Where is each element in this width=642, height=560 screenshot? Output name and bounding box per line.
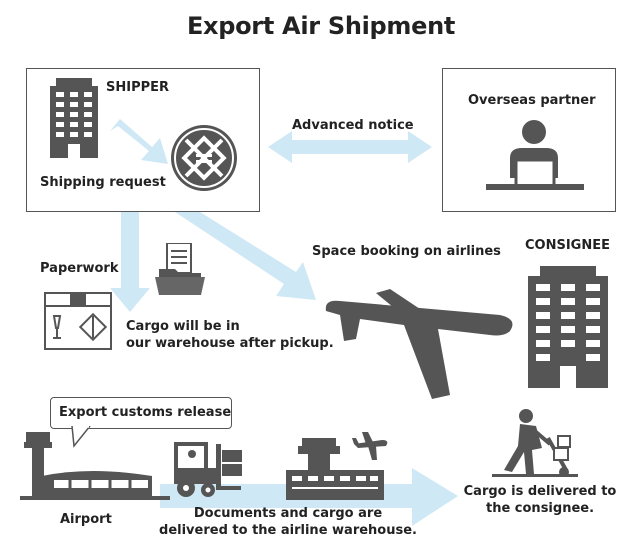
documents-text: Documents and cargo are delivered to the… bbox=[158, 505, 418, 539]
customs-bubble: Export customs release bbox=[50, 397, 232, 429]
airport-label: Airport bbox=[60, 512, 112, 527]
bubble-tail bbox=[71, 426, 91, 448]
warehouse-text-line2: our warehouse after pickup. bbox=[126, 336, 334, 351]
shipper-to-seal-arrow bbox=[110, 119, 168, 164]
shipper-down-arrow bbox=[110, 212, 150, 312]
delivered-text-line2: the consignee. bbox=[485, 501, 595, 516]
consignee-label: CONSIGNEE bbox=[525, 238, 610, 253]
documents-text-line2: delivered to the airline warehouse. bbox=[159, 523, 417, 538]
airplane-icon bbox=[325, 289, 513, 399]
consignee-building-icon bbox=[528, 266, 608, 388]
forklift-icon bbox=[174, 442, 242, 497]
documents-text-line1: Documents and cargo are bbox=[193, 506, 383, 521]
small-airplane-icon bbox=[352, 432, 388, 460]
space-booking-label: Space booking on airlines bbox=[312, 244, 501, 259]
airline-warehouse-icon bbox=[286, 438, 384, 500]
warehouse-text: Cargo will be in our warehouse after pic… bbox=[126, 318, 334, 352]
delivery-person-icon bbox=[492, 409, 578, 477]
advanced-notice-label: Advanced notice bbox=[292, 118, 414, 133]
company-seal-icon bbox=[171, 125, 237, 191]
airport-icon bbox=[20, 432, 170, 500]
delivered-text: Cargo is delivered to the consignee. bbox=[460, 483, 620, 517]
documents-folder-icon bbox=[155, 243, 205, 295]
booking-arrow bbox=[175, 212, 316, 300]
shipper-building-icon bbox=[50, 78, 98, 158]
partner-label: Overseas partner bbox=[468, 93, 596, 108]
delivered-text-line1: Cargo is delivered to bbox=[463, 484, 617, 499]
page-title: Export Air Shipment bbox=[186, 12, 456, 40]
cargo-box-icon bbox=[44, 292, 112, 350]
paperwork-label: Paperwork bbox=[40, 261, 119, 276]
shipping-request-label: Shipping request bbox=[40, 175, 166, 190]
overseas-partner-icon bbox=[486, 120, 584, 190]
warehouse-text-line1: Cargo will be in bbox=[126, 319, 240, 334]
advanced-notice-arrow bbox=[268, 131, 432, 163]
shipper-label: SHIPPER bbox=[106, 80, 170, 95]
